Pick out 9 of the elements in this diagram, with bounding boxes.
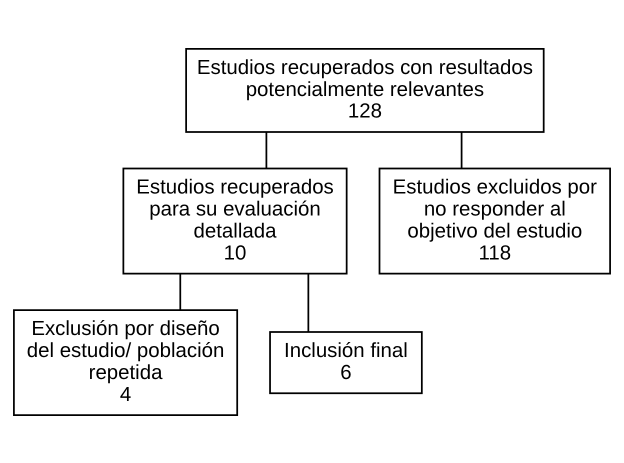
connector (307, 273, 310, 332)
node-box: Estudios excluidos por no responder al objetivo del estudio 118 (378, 167, 611, 274)
node-box: Exclusión por diseño del estudio/ población repetida 4 (13, 308, 238, 416)
node-box: Estudios recuperados con resultados potencialmente relevantes 128 (185, 47, 545, 132)
node-box: Inclusión final 6 (269, 330, 423, 394)
connector (460, 132, 462, 168)
connector (266, 132, 268, 168)
node-box: Estudios recuperados para su evaluación detallada 10 (122, 167, 348, 274)
connector (179, 273, 182, 310)
